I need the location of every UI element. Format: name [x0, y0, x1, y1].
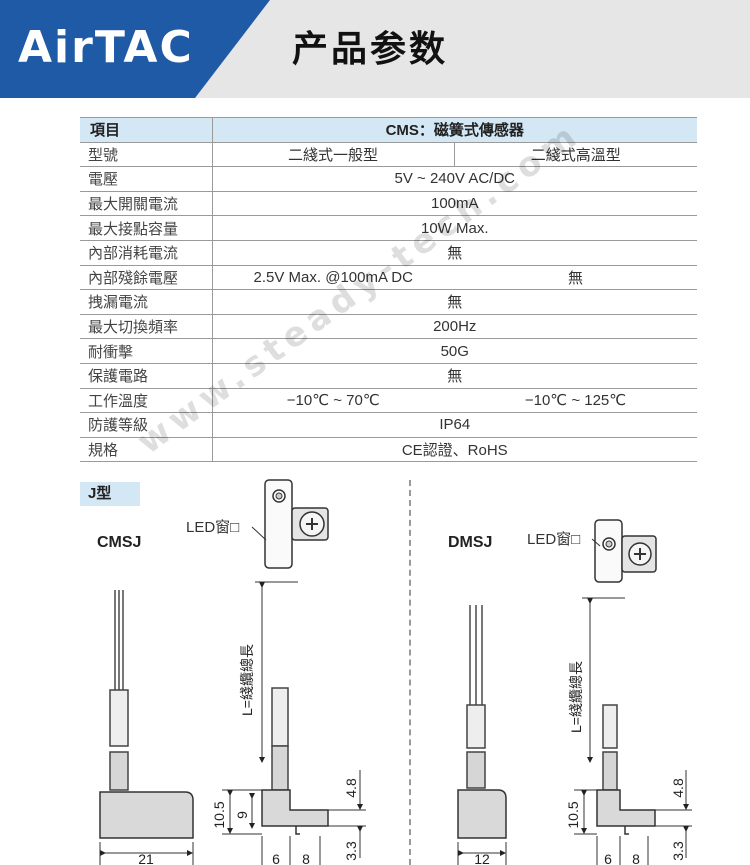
table-row: 規格 CE認證、RoHS: [80, 437, 697, 463]
table-cell-key: 最大接點容量: [80, 215, 213, 241]
table-row: 耐衝擊 50G: [80, 338, 697, 364]
table-cell-value: 無: [454, 265, 697, 291]
cable-length-label-right: L=綫纜總長: [568, 661, 584, 733]
table-cell-value: 無: [212, 289, 697, 315]
dim-width-right: 12: [474, 851, 490, 865]
airtac-logo: AirTAC: [18, 22, 194, 73]
dim-width-left: 21: [138, 851, 154, 865]
table-cell-key: 最大開關電流: [80, 191, 213, 217]
table-cell-value: 50G: [212, 338, 697, 364]
table-cell-value: IP64: [212, 412, 697, 438]
led-window-label-right: LED窗□: [527, 531, 581, 548]
dim-width-b-right: 8: [632, 851, 640, 865]
dim-height-body-left: 9: [234, 811, 250, 819]
table-row: 內部消耗電流 無: [80, 240, 697, 266]
table-cell-value: CMS：磁簧式傳感器: [212, 117, 697, 143]
table-cell-value: 10W Max.: [212, 215, 697, 241]
table-cell-key: 最大切換頻率: [80, 314, 213, 340]
dmsj-drawing: L=綫纜總長 10.5 4.8 3.3: [457, 519, 692, 865]
table-row: 工作溫度 −10℃ ~ 70℃ −10℃ ~ 125℃: [80, 388, 697, 414]
table-row: 電壓 5V ~ 240V AC/DC: [80, 166, 697, 192]
dim-bottom-offset-right: 3.3: [670, 841, 686, 861]
table-cell-value: −10℃ ~ 125℃: [454, 388, 697, 414]
table-row: 最大開關電流 100mA: [80, 191, 697, 217]
table-cell-key: 防護等級: [80, 412, 213, 438]
table-cell-key: 工作溫度: [80, 388, 213, 414]
dim-height-total-left: 10.5: [211, 801, 227, 828]
table-cell-key: 拽漏電流: [80, 289, 213, 315]
table-row: 最大切換頻率 200Hz: [80, 314, 697, 340]
table-cell-value: 無: [212, 240, 697, 266]
table-cell-key: 耐衝擊: [80, 338, 213, 364]
section-tag: J型: [80, 482, 140, 506]
table-row: 保護電路 無: [80, 363, 697, 389]
table-cell-value: 2.5V Max. @100mA DC: [212, 265, 454, 291]
spec-table: 項目 CMS：磁簧式傳感器 型號 二綫式一般型 二綫式高溫型 電壓 5V ~ 2…: [80, 117, 697, 463]
table-cell-value: 200Hz: [212, 314, 697, 340]
table-header-row: 項目 CMS：磁簧式傳感器: [80, 117, 697, 143]
table-row: 最大接點容量 10W Max.: [80, 215, 697, 241]
led-window-label-left: LED窗□: [186, 519, 240, 536]
table-cell-value: CE認證、RoHS: [212, 437, 697, 463]
table-cell-key: 內部殘餘電壓: [80, 265, 213, 291]
table-cell-value: 二綫式高溫型: [454, 142, 697, 168]
table-row: 型號 二綫式一般型 二綫式高溫型: [80, 142, 697, 168]
table-cell-key: 規格: [80, 437, 213, 463]
table-cell-key: 內部消耗電流: [80, 240, 213, 266]
section-divider: [409, 480, 411, 865]
table-cell-value: −10℃ ~ 70℃: [212, 388, 454, 414]
model-label-cmsj: CMSJ: [97, 534, 142, 551]
table-cell-key: 項目: [80, 117, 213, 143]
dim-width-a-right: 6: [604, 851, 612, 865]
table-cell-value: 無: [212, 363, 697, 389]
table-cell-value: 5V ~ 240V AC/DC: [212, 166, 697, 192]
cable-length-label-left: L=綫纜總長: [239, 644, 255, 716]
dim-width-b-left: 8: [302, 851, 310, 865]
page-title: 产品参数: [292, 29, 449, 70]
dim-width-a-left: 6: [272, 851, 280, 865]
dim-top-offset-right: 4.8: [670, 778, 686, 798]
logo-background: [0, 0, 270, 98]
dim-top-offset-left: 4.8: [343, 778, 359, 798]
model-label-dmsj: DMSJ: [448, 534, 493, 551]
dim-bottom-offset-left: 3.3: [343, 841, 359, 861]
table-cell-value: 100mA: [212, 191, 697, 217]
table-row: 防護等級 IP64: [80, 412, 697, 438]
dim-height-total-right: 10.5: [565, 801, 581, 828]
table-cell-key: 保護電路: [80, 363, 213, 389]
sensor-drawings: L=綫纜總長 10.5 9 4.8 3.3: [99, 479, 692, 865]
table-row: 拽漏電流 無: [80, 289, 697, 315]
table-cell-key: 型號: [80, 142, 213, 168]
cmsj-drawing: L=綫纜總長 10.5 9 4.8 3.3: [99, 479, 366, 865]
table-cell-key: 電壓: [80, 166, 213, 192]
page-header: AirTAC 产品参数: [0, 0, 750, 98]
table-cell-value: 二綫式一般型: [212, 142, 455, 168]
table-row: 內部殘餘電壓 2.5V Max. @100mA DC 無: [80, 265, 697, 291]
